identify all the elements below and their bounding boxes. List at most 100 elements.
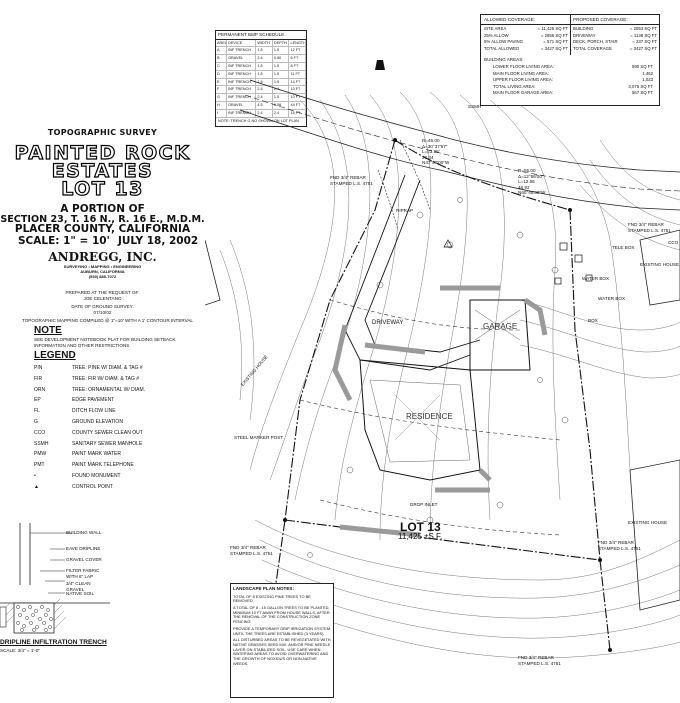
- building-row: UPPER FLOOR LIVING AREA:1,023: [493, 77, 653, 84]
- proposed-row-label: DECK, PORCH, STAIR: [573, 39, 618, 44]
- tele-box-label: TELE BOX: [612, 245, 635, 250]
- rebar-label-4: FND 3/4" REBAR STAMPED L.S. 4751: [598, 540, 641, 551]
- trench-label-4: 3/4" CLEAN GRAVEL: [66, 581, 91, 592]
- tree-symbols: [307, 197, 569, 558]
- riprap: [377, 139, 431, 231]
- trench-detail: BUILDING WALL EAVE DRIPLINE GRAVEL COVER…: [0, 515, 110, 655]
- building-row-value: 590 SQ FT: [631, 64, 653, 69]
- note-heading: NOTE: [34, 325, 62, 336]
- bmp-schedule-title: PERMANENT BMP SCHEDULE: [216, 31, 306, 40]
- existing-house-label-2: EXISTING HOUSE: [628, 520, 668, 525]
- building-row: LOWER FLOOR LIVING AREA:590 SQ FT: [493, 64, 653, 71]
- rebar-label-3: FND 3/4" REBAR STAMPED L.S. 4751: [230, 545, 273, 556]
- allowed-row-value: = 11,425 SQ FT: [537, 26, 568, 31]
- firm-phone: (530) 885-7072: [88, 274, 117, 279]
- curve2-delta: Δ=12°56'00": [518, 173, 544, 179]
- bmp-cell: 1.5: [273, 47, 290, 55]
- garage-outline: [469, 299, 531, 371]
- water-box-label-2: WATER BOX: [598, 296, 626, 301]
- bmp-cell: 6 FT: [289, 55, 306, 62]
- existing-house-outlines: [205, 229, 680, 611]
- bmp-cell: 1.5: [273, 70, 290, 78]
- trench-label-3: FILTER FABRIC WITH 6" LAP: [66, 568, 100, 579]
- bmp-cell: 1.5: [256, 78, 273, 86]
- bmp-cell: H: [216, 101, 228, 109]
- lot-boundary: [269, 139, 611, 651]
- curve2-data: R=55.00 Δ=12°56'00" L=12.66 48.92 N60°48…: [518, 168, 558, 196]
- landscape-title: LANDSCAPE PLAN NOTES:: [233, 586, 294, 591]
- proposed-row-value: = 1138 SQ FT: [630, 32, 657, 38]
- allowed-row: TOTAL ALLOWED= 3427 SQ FT: [484, 46, 568, 53]
- bmp-cell: 2.4: [256, 55, 273, 62]
- landscape-p1: TOTAL OF 8 EXISTING PINE TREES TO BE REM…: [233, 593, 311, 604]
- driveway: [344, 174, 481, 371]
- legend-code: EP: [34, 397, 41, 404]
- bmp-cell: 8 FT: [289, 62, 306, 70]
- building-row-label: MAIN FLOOR LIVING AREA:: [493, 70, 549, 76]
- curve1-length: L=23.98': [422, 149, 440, 155]
- landscape-p2: A TOTAL OF 8 - 15 GALLON TREES TO BE PLA…: [233, 605, 330, 625]
- bmp-header-cell: DEPTH: [273, 39, 290, 47]
- proposed-row-value: = 2053 SQ FT: [629, 26, 657, 31]
- driveway-label: DRIVEWAY: [372, 320, 404, 326]
- proposed-row: DECK, PORCH, STAIR= 237 SQ FT: [573, 39, 657, 46]
- curve2-radius: R=55.00: [518, 168, 536, 173]
- bmp-cell: F: [216, 86, 228, 94]
- legend-code: ▲: [34, 483, 39, 490]
- building-row-label: TOTAL LIVING AREA:: [493, 83, 536, 89]
- bmp-cell: INF TRENCH: [227, 62, 257, 70]
- north-arrow-icon: [375, 60, 385, 70]
- box-label: BOX: [588, 318, 598, 323]
- bmp-cell: E: [216, 78, 228, 86]
- water-box-label-1: WATER BOX: [582, 276, 610, 281]
- allowed-row-label: TOTAL ALLOWED: [484, 45, 520, 51]
- inlet-label: DROP INLET: [410, 502, 438, 507]
- landscape-p3: PROVIDE A TEMPORARY DRIP IRRIGATION SYST…: [233, 625, 331, 636]
- note-line1: SEE DEVELOPMENT NOTEBOOK PLAT FOR BUILDI…: [34, 337, 176, 342]
- control-point: [443, 239, 453, 248]
- legend-item: •FOUND MONUMENT: [34, 473, 204, 483]
- curve1-chord: 27.34: [422, 154, 434, 160]
- curve1-bearing: N47°58'00"W: [422, 160, 450, 166]
- bmp-cell: 14 FT: [289, 78, 306, 86]
- contour-lines: [219, 91, 680, 659]
- bmp-cell: 0.50: [273, 55, 290, 62]
- building-row: MAIN FLOOR LIVING AREA:1,462: [493, 71, 653, 78]
- garage-label: GARAGE: [483, 322, 518, 331]
- allowed-row-label: 5% ALLOW PAVING: [484, 39, 524, 44]
- mapping-note: TOPOGRAPHIC MAPPING COMPILED @ 1"=10' WI…: [22, 318, 193, 323]
- rebar-label-1: FND 3/4" REBAR STAMPED L.S. 4751: [330, 175, 373, 186]
- survey-date: JULY 18, 2002: [118, 235, 199, 247]
- survey-type: TOPOGRAPHIC SURVEY: [47, 128, 158, 137]
- residence-outline: [359, 359, 481, 481]
- ground-survey-date: DATE OF GROUND SURVEY: 07/10/02: [0, 304, 205, 315]
- legend-text: DITCH FLOW LINE: [72, 408, 116, 415]
- scale-text: SCALE: 1" = 10': [18, 235, 110, 247]
- legend-text: FOUND MONUMENT: [72, 473, 121, 479]
- prepared-label: PREPARED AT THE REQUEST OF:: [65, 290, 140, 295]
- bmp-cell: 4.5: [256, 101, 273, 109]
- bmp-cell: 12 FT: [289, 47, 306, 55]
- bmp-cell: 2.4: [256, 109, 273, 117]
- legend-code: SSMH: [34, 440, 49, 447]
- bmp-cell: 15 FT: [289, 109, 306, 117]
- legend-item: ▲CONTROL POINT: [34, 484, 204, 494]
- bmp-cell: INF TRENCH: [227, 94, 257, 101]
- legend-text: TREE: FIR W/ DIAM. & TAG #: [72, 375, 140, 382]
- note-line2: INFORMATION AND OTHER RESTRICTIONS: [34, 343, 130, 348]
- bmp-cell: INF TRENCH: [227, 70, 257, 78]
